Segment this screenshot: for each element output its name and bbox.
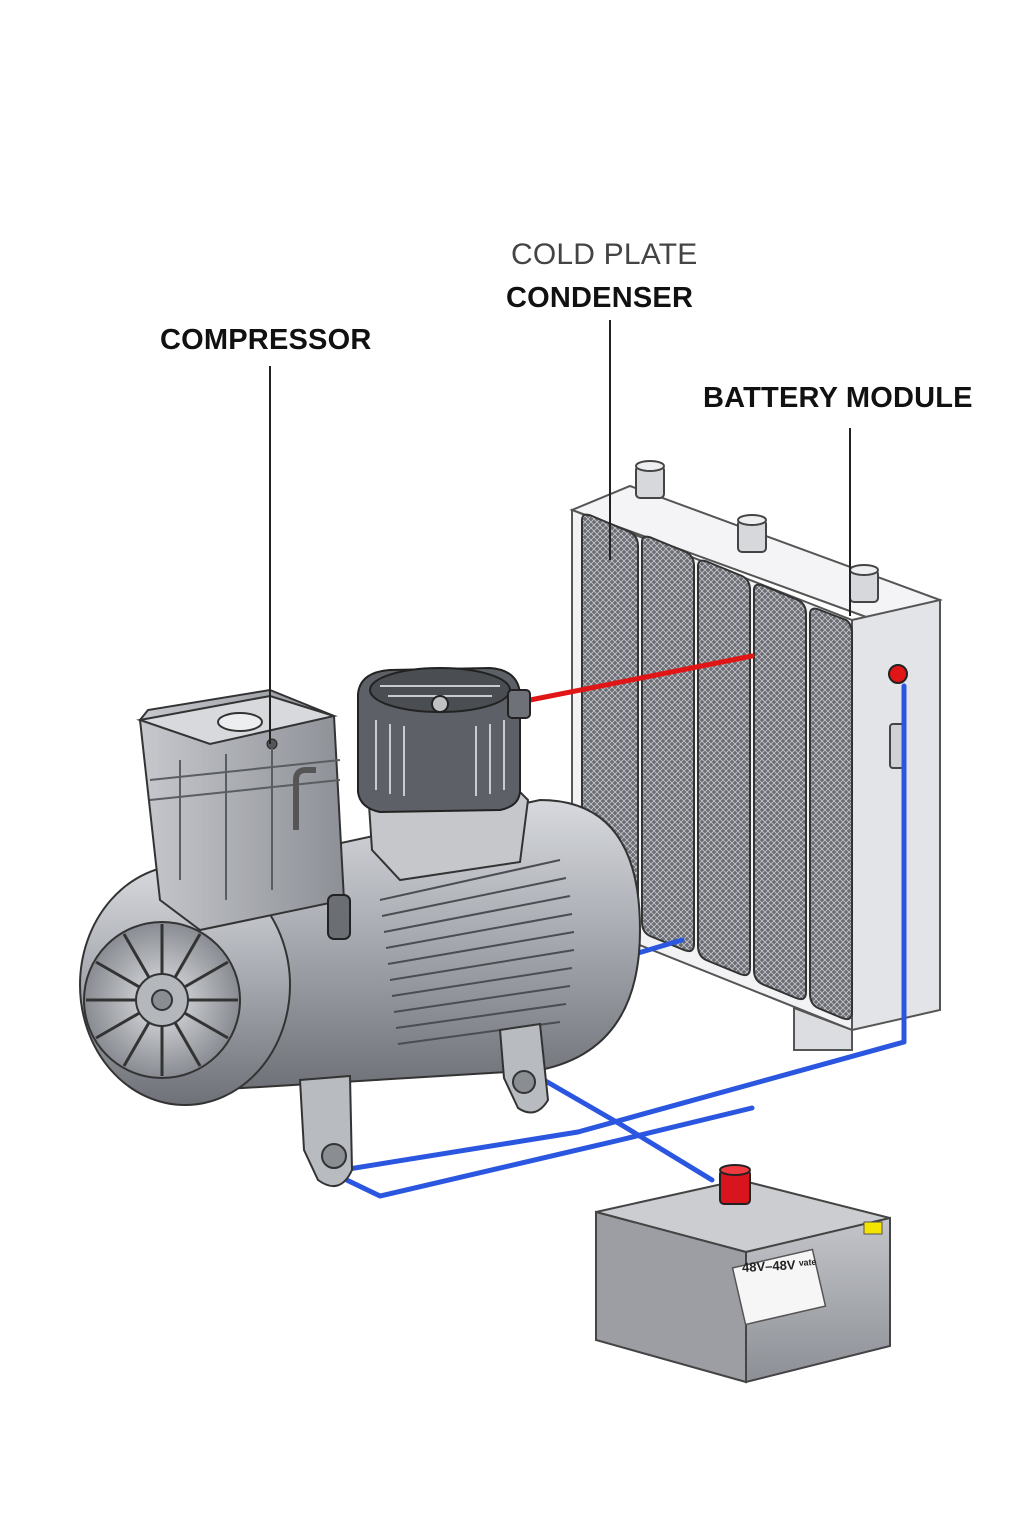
motor-fan-icon — [83, 921, 241, 1079]
cold-plate-caps — [635, 460, 879, 603]
cold-plate-condenser — [569, 460, 943, 1051]
battery — [595, 1164, 891, 1384]
hot-line — [517, 653, 755, 705]
warning-tag — [863, 1221, 883, 1235]
compressor-fan-icon — [357, 666, 521, 814]
battery-terminal — [888, 664, 908, 684]
cold-line-battery — [527, 1069, 715, 1183]
leader-lines — [269, 320, 851, 744]
condenser-label: CONDENSER — [506, 282, 694, 314]
cold-plate-label: COLD PLATE — [511, 238, 698, 271]
battery-terminal — [719, 1164, 751, 1205]
compressor-label: COMPRESSOR — [160, 324, 372, 356]
compressor-assembly — [79, 666, 642, 1188]
battery-module-label: BATTERY MODULE — [703, 382, 973, 414]
battery-label-plate — [731, 1248, 827, 1326]
